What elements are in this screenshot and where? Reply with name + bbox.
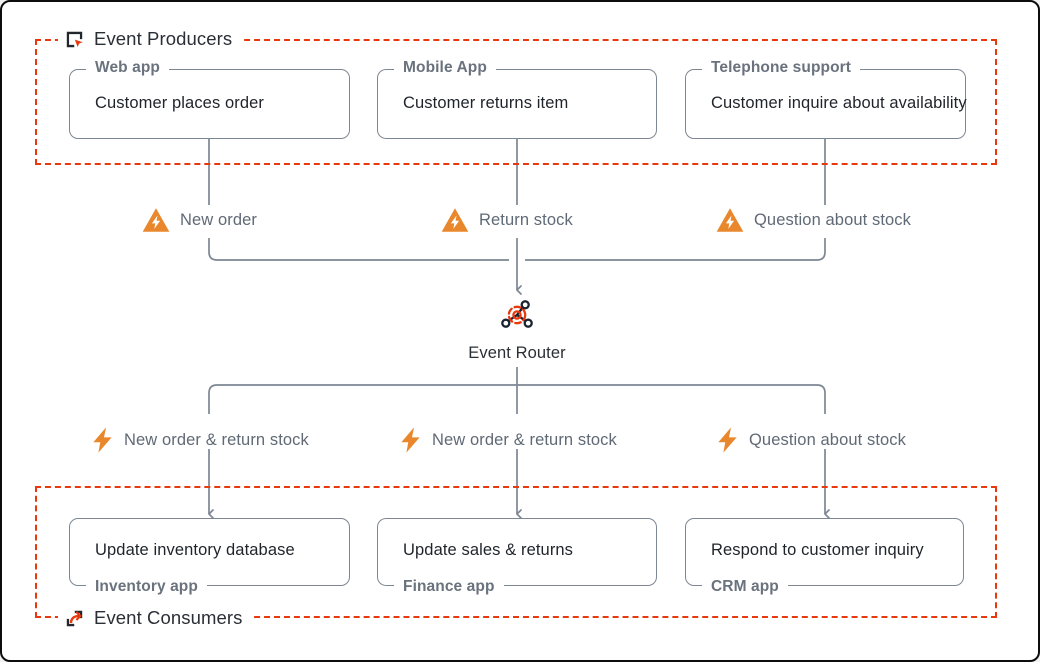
event-producers-group-label: Event Producers xyxy=(58,26,243,52)
bolt-icon xyxy=(401,427,420,453)
producer-node-mobile-app[interactable]: Mobile App Customer returns item xyxy=(377,59,657,139)
consumer-node-inventory-app[interactable]: Update inventory database Inventory app xyxy=(69,518,350,596)
producer-event-label: New order xyxy=(180,210,258,229)
event-producers-label-text: Event Producers xyxy=(94,28,233,49)
warning-bolt-triangle-icon xyxy=(716,208,744,232)
producer-event-label: Question about stock xyxy=(754,210,912,229)
consumer-node-body: Update inventory database xyxy=(95,541,295,559)
producer-event-new-order: New order xyxy=(141,205,257,235)
consumer-node-finance-app[interactable]: Update sales & returns Finance app xyxy=(377,518,657,596)
producer-node-telephone-support[interactable]: Telephone support Customer inquire about… xyxy=(685,59,967,139)
producer-node-legend: Mobile App xyxy=(394,59,496,77)
event-producers-group-frame xyxy=(35,39,997,165)
consumer-event-label: New order & return stock xyxy=(124,430,309,449)
producer-event-label: Return stock xyxy=(479,210,573,229)
producer-node-body: Customer returns item xyxy=(403,94,569,112)
warning-bolt-triangle-icon xyxy=(441,208,469,232)
producer-node-web-app[interactable]: Web app Customer places order xyxy=(69,59,350,139)
warning-bolt-triangle-icon xyxy=(142,208,170,232)
producer-event-question-about-stock: Question about stock xyxy=(715,205,911,235)
bolt-icon xyxy=(93,427,112,453)
producer-node-legend: Web app xyxy=(86,59,170,77)
consumer-event-question-about-stock: Question about stock xyxy=(715,426,906,454)
consumer-node-legend: Finance app xyxy=(394,578,504,596)
producer-event-return-stock: Return stock xyxy=(440,205,573,235)
producer-node-body: Customer places order xyxy=(95,94,265,112)
event-router-hub-icon xyxy=(501,300,533,328)
consumer-node-body: Update sales & returns xyxy=(403,541,574,559)
bolt-icon xyxy=(718,427,737,453)
consumer-node-body: Respond to customer inquiry xyxy=(711,541,924,559)
event-consumers-group-frame xyxy=(35,486,997,618)
cursor-square-icon xyxy=(66,31,83,47)
arrow-out-square-icon xyxy=(66,610,83,626)
consumer-event-new-order-return-stock-inventory: New order & return stock xyxy=(90,426,309,454)
consumer-event-new-order-return-stock-finance: New order & return stock xyxy=(398,426,617,454)
producer-node-body: Customer inquire about availability xyxy=(711,94,967,112)
producer-node-legend: Telephone support xyxy=(702,59,861,77)
consumer-node-legend: CRM app xyxy=(702,578,788,596)
consumer-event-label: New order & return stock xyxy=(432,430,617,449)
event-router-label: Event Router xyxy=(468,344,566,362)
consumer-node-crm-app[interactable]: Respond to customer inquiry CRM app xyxy=(685,518,964,596)
event-consumers-group-label: Event Consumers xyxy=(58,605,253,631)
event-consumers-label-text: Event Consumers xyxy=(94,607,243,628)
event-router[interactable]: Event Router xyxy=(464,294,570,363)
consumer-event-label: Question about stock xyxy=(749,430,907,449)
consumer-node-legend: Inventory app xyxy=(86,578,207,596)
